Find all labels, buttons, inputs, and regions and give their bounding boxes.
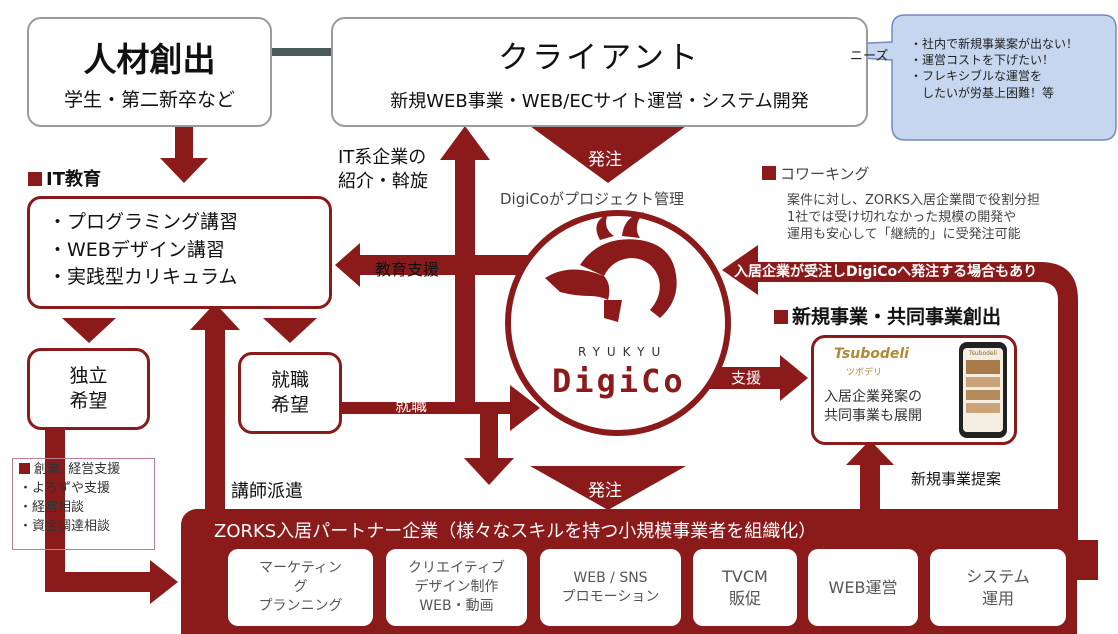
new-biz-header: 新規事業・共同事業創出: [774, 302, 1001, 329]
it-intro-label: IT系企業の 紹介・斡旋: [338, 147, 428, 193]
square-bullet-icon: [762, 166, 776, 180]
dragon-icon: [545, 212, 677, 322]
client-title: クライアント: [498, 39, 701, 76]
jinzai-title: 人材創出: [83, 39, 216, 79]
square-bullet-icon: [28, 172, 42, 186]
needs-item: ・フレキシブルな運営を: [910, 69, 1043, 84]
it-edu-box: ・プログラミング講習 ・WEBデザイン講習 ・実践型カリキュラム: [27, 196, 332, 309]
arrow-new-proposal: [846, 440, 894, 535]
skill-web-ops: WEB運営: [808, 549, 918, 626]
independent-box: 独立 希望: [27, 348, 150, 430]
it-edu-header: IT教育: [28, 165, 101, 191]
support-label: 支援: [731, 369, 762, 387]
needs-item: ・社内で新規事業案が出ない！: [910, 37, 1079, 51]
founding-item: ・よろずや支援: [19, 480, 111, 496]
founding-header-text: 創業, 経営支援: [34, 462, 121, 477]
new-biz-header-text: 新規事業・共同事業創出: [792, 306, 1002, 328]
arrow-independent-to-zorks: [45, 428, 178, 604]
needs-item: したいが労基上困難！等: [910, 85, 1055, 100]
arrow-support: [706, 355, 808, 401]
client-subtitle: 新規WEB事業・WEB/ECサイト運営・システム開発: [390, 90, 809, 112]
square-bullet-icon: [774, 310, 788, 324]
project-mgmt-label: DigiCoがプロジェクト管理: [500, 190, 685, 208]
arrow-order-top: [530, 126, 686, 183]
arrow-dispatch-up: [190, 303, 240, 535]
tsubodeli-sub: ツボデリ: [846, 368, 883, 378]
square-bullet-icon: [19, 463, 30, 474]
phone-image: Tsubodeli: [959, 342, 1007, 438]
founding-box: 創業, 経営支援 ・よろずや支援 ・経営相談 ・資金調達相談: [12, 458, 155, 550]
it-edu-item: ・実践型カリキュラム: [48, 266, 238, 289]
jinzai-box: 人材創出 学生・第二新卒など: [27, 17, 272, 127]
logo-top-text: RYUKYU: [578, 345, 668, 359]
dispatch-label: 講師派遣: [231, 481, 303, 502]
needs-label: ニーズ: [850, 49, 889, 64]
arrow-job: [340, 385, 540, 431]
it-edu-item: ・プログラミング講習: [48, 211, 239, 233]
arrow-reorder-loop: [722, 245, 1078, 560]
arrow-to-jobwant: [263, 318, 317, 343]
jobwant-box: 就職 希望: [238, 352, 342, 434]
needs-item: ・運営コストを下げたい！: [910, 53, 1055, 68]
reorder-label: 入居企業が受注しDigiCoへ発注する場合もあり: [734, 264, 1038, 280]
it-edu-header-text: IT教育: [46, 169, 101, 190]
arrow-edu-support: [335, 243, 530, 287]
arrow-jinzai-down: [160, 126, 208, 183]
connector-line: [272, 48, 334, 56]
order-bottom-label: 発注: [588, 481, 622, 501]
jinzai-subtitle: 学生・第二新卒など: [63, 88, 235, 111]
arrow-to-zorks: [464, 408, 514, 485]
founding-item: ・経営相談: [19, 499, 85, 515]
zorks-title: ZORKS入居パートナー企業（様々なスキルを持つ小規模事業者を組織化）: [214, 521, 817, 542]
it-edu-item: ・WEBデザイン講習: [48, 238, 225, 261]
cowork-header-text: コワーキング: [780, 165, 870, 183]
cowork-header: コワーキング: [762, 163, 870, 184]
new-proposal-label: 新規事業提案: [911, 470, 1002, 488]
tsubodeli-logo: Tsubodeli: [834, 346, 909, 362]
logo-main-text: DigiCo: [552, 362, 686, 400]
phone-title: Tsubodeli: [969, 350, 997, 357]
client-box: クライアント 新規WEB事業・WEB/ECサイト運営・システム開発: [331, 17, 868, 127]
new-biz-box: Tsubodeli ツボデリ 入居企業発案の 共同事業も展開 Tsubodeli: [811, 335, 1017, 445]
job-label: 就職: [395, 396, 428, 415]
founding-item: ・資金調達相談: [19, 518, 111, 534]
founding-header: 創業, 経営支援: [19, 461, 148, 480]
skill-creative: クリエイティブ デザイン制作 WEB・動画: [386, 549, 527, 626]
cowork-desc: 案件に対し、ZORKS入居企業間で役割分担 1社では受け切れなかった規模の開発や…: [787, 193, 1040, 242]
arrow-order-bottom: [530, 466, 686, 510]
skill-sns: WEB / SNS プロモーション: [540, 549, 681, 626]
skill-marketing: マーケティン グ プランニング: [228, 549, 373, 626]
needs-list: ・社内で新規事業案が出ない！ ・運営コストを下げたい！ ・フレキシブルな運営を …: [910, 36, 1078, 101]
order-top-label: 発注: [588, 150, 622, 170]
new-biz-desc: 入居企業発案の 共同事業も展開: [824, 389, 922, 424]
skill-tvcm: TVCM 販促: [693, 549, 797, 626]
skill-system: システム 運用: [930, 549, 1066, 626]
edu-support-label: 教育支援: [375, 260, 440, 279]
arrow-to-independent: [62, 318, 116, 343]
